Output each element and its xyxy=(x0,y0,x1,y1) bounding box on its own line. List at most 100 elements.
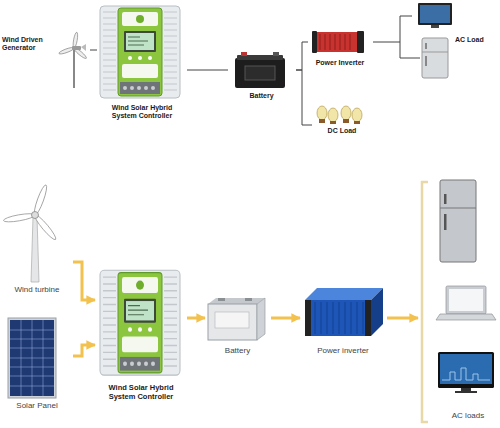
battery-icon xyxy=(235,58,285,88)
tv-icon xyxy=(431,25,439,28)
laptop-icon xyxy=(436,286,496,320)
fridge-icon xyxy=(444,214,447,230)
battery-icon xyxy=(257,298,265,340)
component-node: Wind Solar Hybrid System Controller xyxy=(95,265,187,408)
laptop-icon xyxy=(436,314,496,320)
dc-bulbs-icon xyxy=(354,121,360,124)
tv-icon xyxy=(461,388,471,391)
battery-icon xyxy=(235,52,285,88)
battery-icon xyxy=(245,298,252,301)
dc-bulbs-icon xyxy=(317,106,327,120)
battery-icon xyxy=(218,298,225,301)
inverter-icon xyxy=(315,302,363,334)
component-label: DC Load xyxy=(312,127,372,135)
wind-generator-icon xyxy=(73,50,75,88)
component-node: Solar Panel xyxy=(2,314,73,414)
solar-panel-icon xyxy=(10,320,54,396)
component-node: Power Inverter xyxy=(308,26,373,70)
component-label: AC loads xyxy=(438,411,498,420)
wire-connector xyxy=(90,50,97,51)
fridge-icon xyxy=(422,52,448,53)
dc-bulbs-icon xyxy=(317,106,362,124)
laptop-icon xyxy=(446,286,486,314)
wind-generator-icon xyxy=(58,32,87,88)
inverter-icon xyxy=(312,31,317,53)
component-label: Power Inverter xyxy=(308,59,372,67)
inverter-icon xyxy=(371,288,383,336)
inverter-icon xyxy=(357,31,364,53)
wire-connector xyxy=(373,16,412,42)
tv-icon xyxy=(455,391,477,393)
component-label: Solar Panel xyxy=(2,401,72,410)
wire-connector xyxy=(296,70,312,125)
solar-panel-icon xyxy=(10,320,54,396)
power-arrow xyxy=(73,262,95,300)
dc-bulbs-icon xyxy=(328,108,338,122)
tv-icon xyxy=(420,5,450,23)
battery-icon xyxy=(215,312,249,328)
dc-bulbs-icon xyxy=(319,119,325,123)
dc-bulbs-icon xyxy=(343,119,349,123)
bracket xyxy=(422,182,428,422)
dc-bulbs-icon xyxy=(341,106,351,120)
dc-bulbs-icon xyxy=(352,108,362,122)
component-label: Wind Driven Generator xyxy=(2,36,54,52)
inverter-icon xyxy=(305,300,311,336)
tv-icon xyxy=(438,352,494,393)
component-node: Wind Driven Generator xyxy=(2,30,90,88)
fridge-icon xyxy=(440,208,476,209)
power-arrow xyxy=(271,317,300,320)
wind-turbine-icon xyxy=(32,212,39,219)
component-node: Wind turbine xyxy=(2,182,73,298)
tv-icon xyxy=(442,368,490,380)
component-label: Battery xyxy=(205,346,270,355)
battery-icon xyxy=(273,52,279,56)
fridge-icon xyxy=(425,43,427,49)
fridge-icon xyxy=(422,38,448,78)
laptop-icon xyxy=(449,289,483,311)
inverter-icon xyxy=(305,288,383,300)
battery-icon xyxy=(208,298,265,340)
battery-icon xyxy=(245,66,275,80)
battery-icon xyxy=(241,52,247,56)
component-label: AC Load xyxy=(455,36,497,44)
fridge-icon xyxy=(444,194,447,204)
wind-generator-icon xyxy=(72,32,78,48)
wind-turbine-icon xyxy=(3,184,58,282)
solar-panel-icon xyxy=(8,318,56,398)
branch-wire xyxy=(400,42,420,58)
component-label: Power inverter xyxy=(300,346,386,355)
wire-connector xyxy=(296,42,308,70)
dc-bulbs-icon xyxy=(330,121,336,124)
battery-icon xyxy=(208,298,265,304)
illustration xyxy=(100,270,180,375)
solar-panel-icon xyxy=(8,318,56,398)
component-label: Battery xyxy=(228,92,295,100)
component-node: Battery xyxy=(228,52,296,102)
component-label: Wind Solar Hybrid System Controller xyxy=(100,104,184,120)
fridge-icon xyxy=(440,180,476,262)
wind-generator-icon xyxy=(72,46,81,50)
component-node: AC loads xyxy=(418,178,499,426)
fridge-icon xyxy=(425,56,427,66)
wind-turbine-icon xyxy=(31,217,39,282)
inverter-icon xyxy=(312,31,364,53)
component-node: AC Load xyxy=(412,2,498,82)
fridge-icon xyxy=(422,38,448,78)
tv-icon xyxy=(438,352,494,388)
component-label: Wind turbine xyxy=(2,285,72,294)
inverter-icon xyxy=(320,34,350,50)
component-node: Power inverter xyxy=(300,284,387,362)
inverter-icon xyxy=(305,300,371,336)
wind-turbine-icon xyxy=(3,212,36,223)
power-arrow xyxy=(73,345,95,356)
inverter-icon xyxy=(365,300,371,336)
component-label: Wind Solar Hybrid System Controller xyxy=(98,384,184,401)
power-arrow xyxy=(387,317,418,320)
inverter-icon xyxy=(315,32,359,52)
inverter-icon xyxy=(305,288,383,336)
tv-icon xyxy=(418,3,452,28)
tv-icon xyxy=(440,354,492,384)
